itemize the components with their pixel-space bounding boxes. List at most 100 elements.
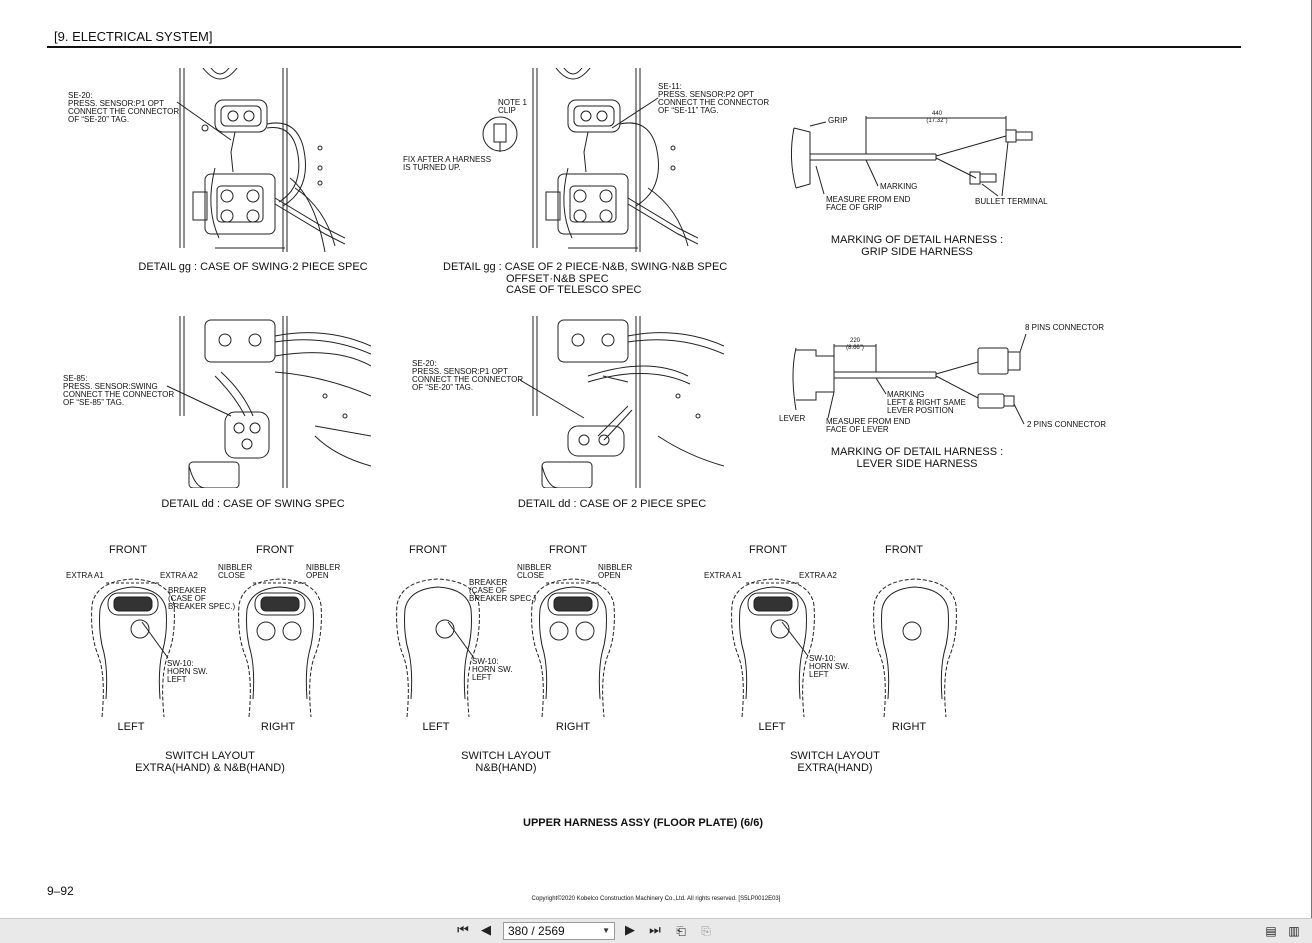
label-line: LEFT	[167, 675, 187, 684]
caption-line: OFFSET·N&B SPEC	[506, 272, 609, 285]
label-line: OPEN	[598, 571, 621, 580]
label-line: LEFT	[809, 670, 829, 679]
leader-line	[780, 620, 820, 660]
detail-gg-2piece-caption: DETAIL gg : CASE OF 2 PIECE·N&B, SWING·N…	[443, 261, 728, 297]
detail-dd-2piece-drawing	[528, 316, 724, 488]
extra-a2-label: EXTRA A2	[160, 571, 198, 580]
label-line: (CASE OF	[469, 586, 507, 595]
grip-label: GRIP	[828, 116, 848, 125]
grip-dimension: 440	[931, 111, 943, 117]
label-line: CLOSE	[517, 571, 545, 580]
label-line: PRESS. SENSOR:P1 OPT	[68, 99, 165, 108]
lever-dimension-inch: (8.66")	[846, 345, 864, 351]
label-line: CLIP	[498, 106, 516, 115]
detail-dd-swing-drawing	[175, 316, 371, 488]
horn-switch-label: SW-10: HORN SW. LEFT	[167, 660, 207, 684]
grip-marking-label: MARKING	[880, 182, 918, 191]
right-label: RIGHT	[260, 721, 296, 733]
front-label: FRONT	[885, 544, 923, 556]
extra-a1-label: EXTRA A1	[704, 571, 742, 580]
prev-page-icon[interactable]: ◀	[481, 923, 491, 938]
detail-gg-swing-caption: DETAIL gg : CASE OF SWING·2 PIECE SPEC	[138, 261, 368, 273]
label-line: SE-20:	[412, 359, 437, 368]
copyright: Copyright©2020 Kobelco Construction Mach…	[531, 896, 781, 902]
lever-harness-title: MARKING OF DETAIL HARNESS : LEVER SIDE H…	[830, 446, 1004, 470]
label-line: SE-20:	[68, 91, 93, 100]
label-line: BREAKER	[469, 578, 508, 587]
switch-layout-title-1: SWITCH LAYOUT EXTRA(HAND) & N&B(HAND)	[135, 750, 285, 774]
lever-harness-drawing	[786, 334, 1046, 434]
prev-view-icon[interactable]: ⎗	[676, 924, 686, 938]
label-line: LEFT	[472, 673, 492, 682]
label-line: OPEN	[306, 571, 329, 580]
label-line: OF “SE-85” TAG.	[63, 398, 125, 407]
clip-detail-circle	[480, 112, 520, 160]
left-grip-drawing	[88, 575, 178, 717]
label-line: CONNECT THE CONNECTOR	[658, 98, 770, 107]
detail-dd-2piece-caption: DETAIL dd : CASE OF 2 PIECE SPEC	[517, 498, 707, 510]
first-page-icon[interactable]: ⏮	[457, 923, 469, 938]
title-line: MARKING OF DETAIL HARNESS :	[830, 446, 1004, 458]
grip-harness-drawing	[786, 108, 1046, 208]
left-label: LEFT	[758, 721, 786, 733]
section-header: [9. ELECTRICAL SYSTEM]	[54, 29, 213, 44]
label-line: NOTE 1	[498, 98, 527, 107]
label-line: (CASE OF	[168, 594, 206, 603]
extra-a1-label: EXTRA A1	[66, 571, 104, 580]
leader-line	[446, 620, 486, 660]
lever-label: LEVER	[779, 414, 806, 423]
se20-label: SE-20: PRESS. SENSOR:P1 OPT CONNECT THE …	[68, 92, 179, 124]
title-line: MARKING OF DETAIL HARNESS :	[830, 234, 1004, 246]
front-label: FRONT	[549, 544, 587, 556]
header-rule	[47, 46, 1241, 48]
front-label: FRONT	[409, 544, 447, 556]
document-page: [9. ELECTRICAL SYSTEM] SE-20: P	[0, 0, 1312, 918]
label-line: NIBBLER	[598, 563, 633, 572]
title-line: EXTRA(HAND) & N&B(HAND)	[135, 761, 285, 774]
label-line: LEFT & RIGHT SAME	[887, 398, 966, 407]
label-line: HORN SW.	[472, 665, 513, 674]
two-page-view-icon[interactable]: ▥	[1288, 924, 1300, 938]
chevron-down-icon[interactable]: ▼	[602, 926, 610, 935]
front-label: FRONT	[256, 544, 294, 556]
leader-line	[165, 384, 235, 420]
detail-dd-swing-caption: DETAIL dd : CASE OF SWING SPEC	[161, 498, 345, 510]
detail-gg-swing-drawing	[175, 68, 345, 252]
single-page-view-icon[interactable]: ▤	[1265, 924, 1277, 938]
label-line: MARKING	[887, 390, 925, 399]
title-line: SWITCH LAYOUT	[165, 750, 255, 762]
front-label: FRONT	[109, 544, 147, 556]
label-line: SE-11:	[658, 82, 682, 91]
nibbler-open-label: NIBBLER OPEN	[306, 564, 340, 580]
page-number-field[interactable]: 380 / 2569 ▼	[503, 922, 615, 940]
right-grip-drawing	[235, 575, 325, 717]
leader-line	[140, 620, 180, 660]
last-page-icon[interactable]: ⏭	[649, 923, 661, 938]
viewer-toolbar: ⏮ ◀ 380 / 2569 ▼ ▶ ⏭ ⎗ ⎘ ▤ ▥	[0, 918, 1312, 943]
label-line: IS TURNED UP.	[403, 163, 461, 172]
label-line: BREAKER	[168, 586, 207, 595]
title-line: SWITCH LAYOUT	[461, 750, 551, 762]
label-line: OF “SE-11” TAG.	[658, 106, 719, 115]
grip-dimension-inch: (17.32")	[926, 118, 948, 124]
next-page-icon[interactable]: ▶	[625, 923, 635, 938]
label-line: NIBBLER	[306, 563, 341, 572]
right-label: RIGHT	[891, 721, 927, 733]
next-view-icon[interactable]: ⎘	[701, 924, 711, 938]
label-line: OF “SE-20” TAG.	[68, 115, 130, 124]
fix-after-harness-label: FIX AFTER A HARNESS IS TURNED UP.	[403, 156, 491, 172]
right-grip-drawing	[528, 575, 618, 717]
label-line: SW-10:	[472, 657, 499, 666]
bullet-terminal-label: BULLET TERMINAL	[975, 197, 1048, 206]
label-line: HORN SW.	[809, 662, 850, 671]
label-line: NIBBLER	[218, 563, 253, 572]
label-line: FACE OF GRIP	[826, 203, 883, 212]
label-line: NIBBLER	[517, 563, 552, 572]
se20-dd-label: SE-20: PRESS. SENSOR:P1 OPT CONNECT THE …	[412, 360, 523, 392]
label-line: CONNECT THE CONNECTOR	[68, 107, 180, 116]
label-line: OF “SE-20” TAG.	[412, 383, 474, 392]
breaker-label: BREAKER (CASE OF BREAKER SPEC.)	[168, 587, 235, 611]
se85-label: SE-85: PRESS. SENSOR:SWING CONNECT THE C…	[63, 375, 174, 407]
caption-line: DETAIL gg : CASE OF 2 PIECE·N&B, SWING·N…	[443, 261, 728, 273]
label-line: FACE OF LEVER	[826, 425, 889, 434]
